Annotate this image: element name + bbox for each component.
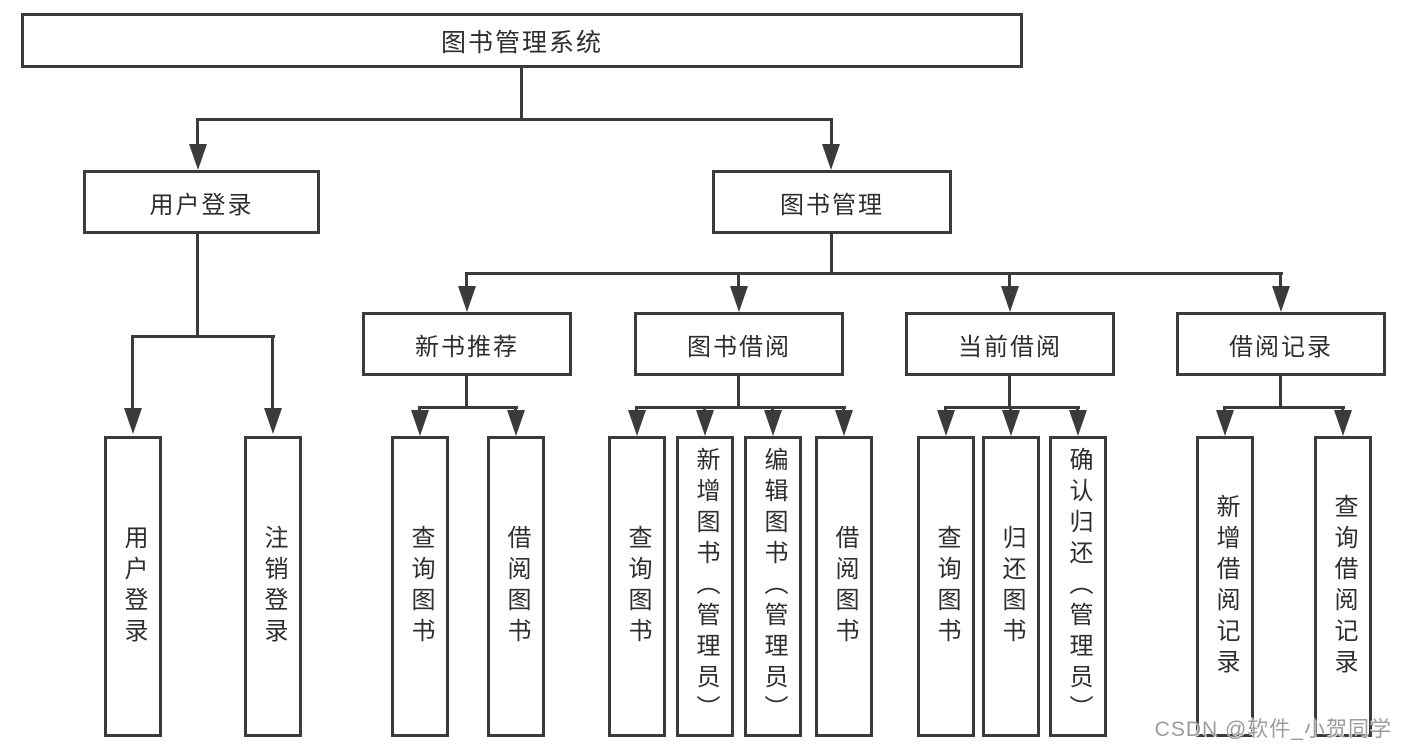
connector-group3-split — [944, 406, 1080, 409]
arrowhead-leaf-logout — [264, 408, 282, 434]
node-root: 图书管理系统 — [21, 13, 1023, 68]
connector-drop-book-management — [830, 118, 833, 146]
leaf-add-books-admin: 新增图书（管理员） — [676, 436, 734, 737]
arrowhead-g3-leaf1 — [937, 410, 955, 436]
connector-user-login-stub — [196, 233, 199, 337]
arrowhead-group-2 — [730, 286, 748, 312]
arrowhead-group-4 — [1272, 286, 1290, 312]
connector-group4-split — [1223, 406, 1345, 409]
leaf-user-login: 用户登录 — [104, 436, 162, 737]
connector-root-split — [196, 118, 833, 121]
arrowhead-g2-leaf3 — [764, 410, 782, 436]
node-user-login: 用户登录 — [83, 170, 320, 234]
arrowhead-g1-leaf2 — [507, 410, 525, 436]
leaf-return-books: 归还图书 — [982, 436, 1040, 737]
leaf-query-borrow-record-label: 查询借阅记录 — [1330, 493, 1357, 680]
leaf-add-borrow-record: 新增借阅记录 — [1196, 436, 1254, 737]
arrowhead-group-1 — [458, 286, 476, 312]
leaf-borrow-books-1-label: 借阅图书 — [503, 524, 530, 649]
arrowhead-book-management — [822, 144, 840, 170]
arrowhead-leaf-login — [124, 408, 142, 434]
leaf-borrow-books-2: 借阅图书 — [815, 436, 873, 737]
leaf-query-borrow-record: 查询借阅记录 — [1314, 436, 1372, 737]
leaf-edit-books-admin-label: 编辑图书（管理员） — [760, 447, 787, 726]
csdn-watermark: CSDN @软件_小贺同学 — [1154, 718, 1392, 741]
connector-book-management-stub — [830, 233, 833, 274]
arrowhead-g2-leaf1 — [628, 410, 646, 436]
connector-drop-group-1 — [465, 272, 468, 290]
leaf-query-books-2-label: 查询图书 — [624, 524, 651, 649]
leaf-confirm-return-admin: 确认归还（管理员） — [1049, 436, 1107, 737]
leaf-borrow-books-2-label: 借阅图书 — [831, 524, 858, 649]
node-book-management: 图书管理 — [712, 170, 952, 234]
connector-drop-leaf-login — [131, 335, 134, 411]
connector-group2-stub — [737, 376, 740, 408]
connector-group2-split — [635, 406, 846, 409]
arrowhead-g3-leaf2 — [1002, 410, 1020, 436]
node-book-borrow-label: 图书借阅 — [687, 333, 791, 361]
connector-drop-user-login — [196, 118, 199, 146]
leaf-return-books-label: 归还图书 — [998, 524, 1025, 649]
connector-group1-stub — [465, 376, 468, 408]
node-book-borrow: 图书借阅 — [634, 312, 844, 376]
node-borrow-records: 借阅记录 — [1176, 312, 1386, 376]
connector-drop-group-2 — [737, 272, 740, 290]
arrowhead-g1-leaf1 — [411, 410, 429, 436]
connector-root-stub — [520, 68, 523, 118]
connector-group3-stub — [1008, 376, 1011, 408]
node-borrow-records-label: 借阅记录 — [1229, 333, 1333, 361]
node-new-book-recommend: 新书推荐 — [362, 312, 572, 376]
connector-groups-split — [465, 272, 1283, 275]
node-current-borrow-label: 当前借阅 — [958, 333, 1062, 361]
leaf-borrow-books-1: 借阅图书 — [487, 436, 545, 737]
leaf-logout-label: 注销登录 — [260, 524, 287, 649]
connector-group1-split — [418, 406, 518, 409]
node-root-label: 图书管理系统 — [440, 28, 603, 57]
connector-group4-stub — [1279, 376, 1282, 408]
leaf-query-books-2: 查询图书 — [608, 436, 666, 737]
connector-drop-leaf-logout — [271, 335, 274, 411]
arrowhead-g2-leaf2 — [696, 410, 714, 436]
leaf-add-books-admin-label: 新增图书（管理员） — [692, 447, 719, 726]
node-current-borrow: 当前借阅 — [905, 312, 1115, 376]
connector-user-login-split — [131, 335, 275, 338]
leaf-query-books-3: 查询图书 — [917, 436, 975, 737]
arrowhead-g4-leaf2 — [1334, 410, 1352, 436]
leaf-logout: 注销登录 — [244, 436, 302, 737]
arrowhead-user-login — [189, 144, 207, 170]
connector-drop-group-3 — [1008, 272, 1011, 290]
leaf-query-books-1: 查询图书 — [391, 436, 449, 737]
leaf-query-books-1-label: 查询图书 — [407, 524, 434, 649]
arrowhead-g3-leaf3 — [1069, 410, 1087, 436]
leaf-confirm-return-admin-label: 确认归还（管理员） — [1065, 447, 1092, 726]
arrowhead-g2-leaf4 — [835, 410, 853, 436]
node-book-management-label: 图书管理 — [780, 191, 884, 219]
arrowhead-group-3 — [1001, 286, 1019, 312]
connector-drop-group-4 — [1279, 272, 1282, 290]
node-new-book-recommend-label: 新书推荐 — [415, 333, 519, 361]
leaf-user-login-label: 用户登录 — [120, 524, 147, 649]
leaf-add-borrow-record-label: 新增借阅记录 — [1212, 493, 1239, 680]
leaf-query-books-3-label: 查询图书 — [933, 524, 960, 649]
node-user-login-label: 用户登录 — [149, 191, 254, 219]
arrowhead-g4-leaf1 — [1216, 410, 1234, 436]
leaf-edit-books-admin: 编辑图书（管理员） — [744, 436, 802, 737]
